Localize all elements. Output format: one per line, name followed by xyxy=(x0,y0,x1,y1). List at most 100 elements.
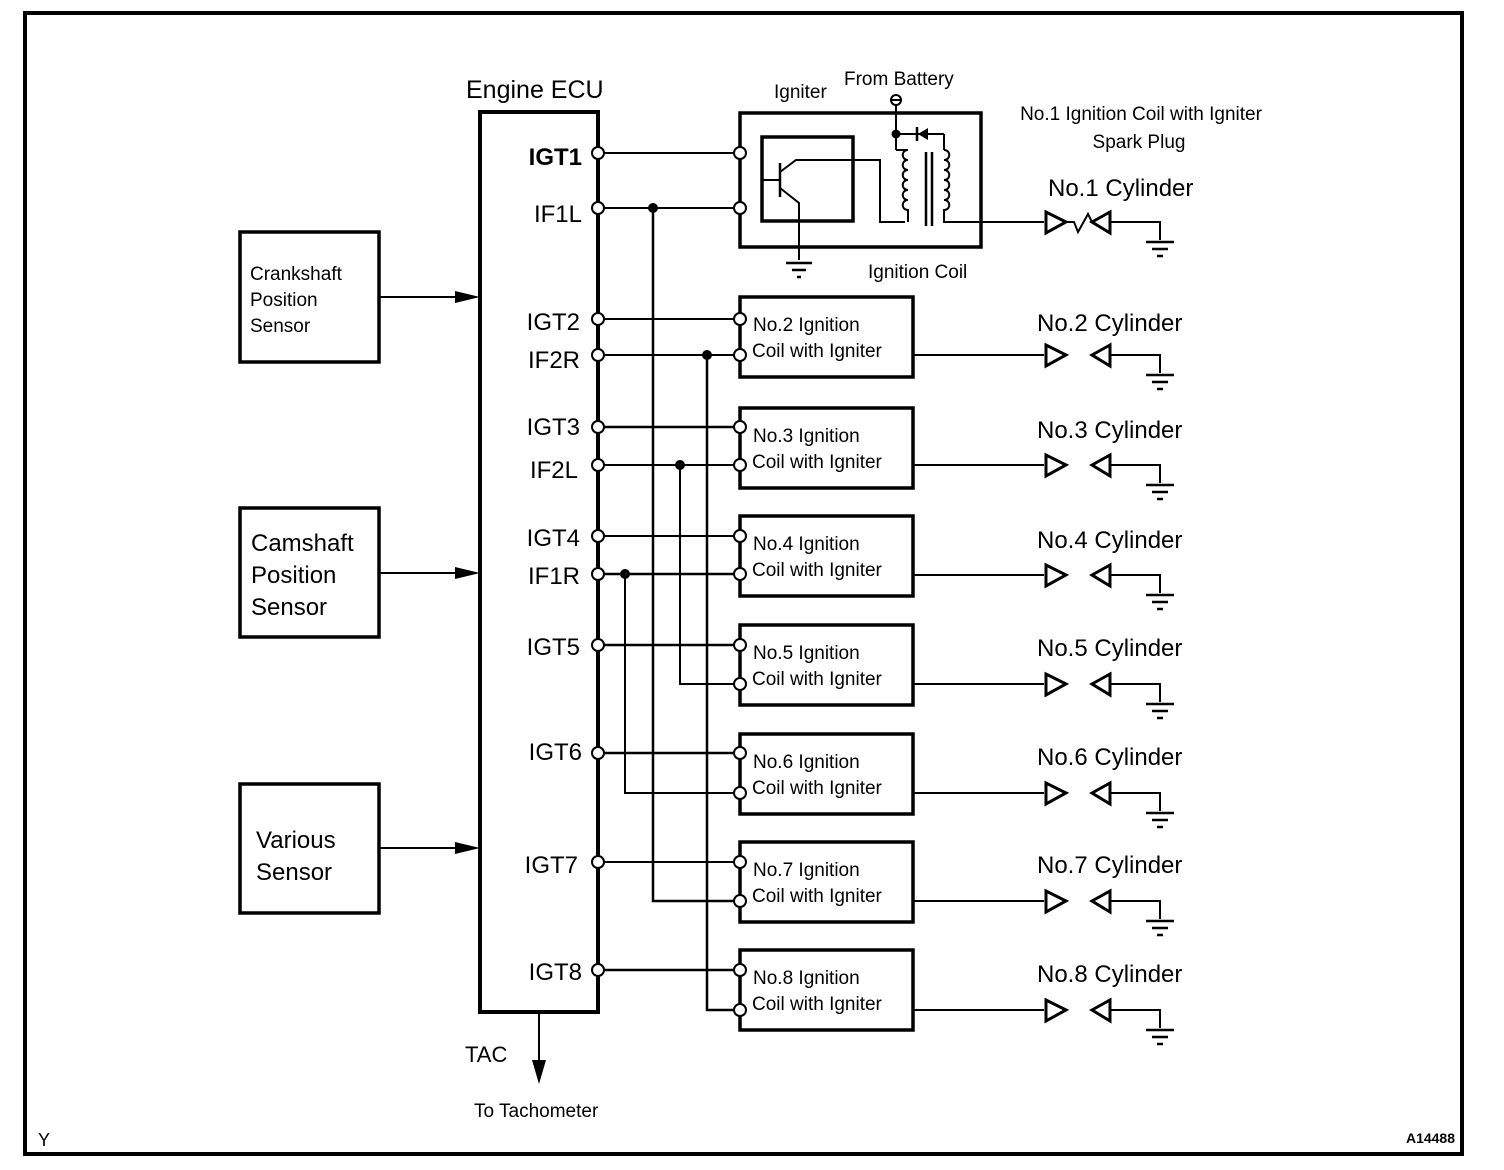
transformer-coil-icon xyxy=(901,149,981,226)
terminal-label-igt1: IGT1 xyxy=(529,144,582,171)
sensor-label-line: Various xyxy=(256,827,336,854)
ecu-terminal-igt3 xyxy=(591,420,605,434)
ecu-terminals xyxy=(591,146,605,977)
arrow-right-icon xyxy=(455,842,480,854)
ignition-coil-box xyxy=(738,732,915,816)
coil1-title-line1: No.1 Ignition Coil with Igniter xyxy=(1020,104,1263,125)
terminal-label-if2r: IF2R xyxy=(528,347,580,374)
terminal-label-igt8: IGT8 xyxy=(529,959,582,986)
spark-plug-icon xyxy=(1044,452,1161,483)
coil-terminal-if xyxy=(733,786,747,800)
terminal-label-if1l: IF1L xyxy=(534,201,582,228)
ecu-terminal-igt5 xyxy=(591,638,605,652)
ecu-terminal-if1r xyxy=(591,567,605,581)
ground-icon xyxy=(1146,483,1174,501)
if-wires xyxy=(604,203,735,1012)
terminal-label-igt3: IGT3 xyxy=(527,414,580,441)
ground-icon xyxy=(1146,1028,1174,1046)
ground-icon xyxy=(1146,373,1174,391)
coil-terminal-if xyxy=(733,1003,747,1017)
sensor-label-line: Sensor xyxy=(251,594,327,621)
coil-label-line1: No.5 Ignition xyxy=(753,643,860,664)
terminal-label-igt5: IGT5 xyxy=(527,634,580,661)
ecu-terminal-igt6 xyxy=(591,746,605,760)
ignition-coil-box xyxy=(738,406,915,490)
junction-dot xyxy=(620,569,630,579)
terminal-label-if2l: IF2L xyxy=(530,457,578,484)
ground-icon xyxy=(786,261,812,279)
sensor-label-line: Camshaft xyxy=(251,530,354,557)
sensor-label-line: Position xyxy=(250,290,318,311)
coil-label-line1: No.8 Ignition xyxy=(753,968,860,989)
coil-terminal-igt xyxy=(733,963,747,977)
coil1-terminal-igt xyxy=(733,146,747,160)
igniter-label: Igniter xyxy=(774,82,827,103)
sensor-various: Various Sensor xyxy=(238,782,480,915)
coil-label-line2: Coil with Igniter xyxy=(752,778,883,799)
junction-dot xyxy=(702,350,712,360)
sensor-crankshaft: Crankshaft Position Sensor xyxy=(238,230,480,364)
spark-plug-icon xyxy=(1044,888,1161,919)
cylinder-label-2: No.2 Cylinder xyxy=(1037,310,1182,337)
ignition-coil-box xyxy=(738,623,915,707)
junction-dot xyxy=(648,203,658,213)
wire-if2l-branch-coil5 xyxy=(679,465,735,685)
coil-label-line2: Coil with Igniter xyxy=(752,994,883,1015)
sensor-camshaft: Camshaft Position Sensor xyxy=(238,506,480,639)
sensor-label-line: Position xyxy=(251,562,336,589)
coil-label-line1: No.6 Ignition xyxy=(753,752,860,773)
cylinder-label-1: No.1 Cylinder xyxy=(1048,175,1193,202)
ground-icon xyxy=(1146,593,1174,611)
coil-label-line2: Coil with Igniter xyxy=(752,560,883,581)
sensor-label-line: Crankshaft xyxy=(250,264,343,285)
coil-terminal-if xyxy=(733,567,747,581)
ecu-terminal-if2r xyxy=(591,348,605,362)
coil-terminal-if xyxy=(733,458,747,472)
ecu-terminal-igt7 xyxy=(591,855,605,869)
tachometer-label: To Tachometer xyxy=(474,1101,599,1122)
ecu-terminal-igt4 xyxy=(591,529,605,543)
ecu-terminal-igt8 xyxy=(591,963,605,977)
coil-label-line2: Coil with Igniter xyxy=(752,669,883,690)
arrow-right-icon xyxy=(455,291,480,303)
wire-if1l-branch-coil7 xyxy=(651,208,734,903)
sensor-box xyxy=(238,782,381,915)
coil-terminal-if xyxy=(733,894,747,908)
transistor-icon xyxy=(762,159,905,260)
coil-label-line2: Coil with Igniter xyxy=(752,886,883,907)
wire-if1r-branch-coil6 xyxy=(624,574,735,794)
cylinder-label-5: No.5 Cylinder xyxy=(1037,635,1182,662)
diagram-frame xyxy=(23,11,1464,1156)
ecu-terminal-igt1 xyxy=(591,146,605,160)
spark-plug-icon xyxy=(1044,342,1161,373)
tac-arrow-icon xyxy=(532,1060,546,1084)
ground-icon xyxy=(1146,811,1174,829)
terminal-label-igt6: IGT6 xyxy=(529,739,582,766)
coil1-assembly: Igniter From Battery No.1 Ignition Coil … xyxy=(733,69,1263,283)
ground-icon xyxy=(1146,240,1174,258)
sensor-label-line: Sensor xyxy=(250,316,311,337)
tac-label: TAC xyxy=(465,1042,507,1067)
terminal-label-igt4: IGT4 xyxy=(527,525,580,552)
terminal-label-igt7: IGT7 xyxy=(525,852,578,879)
ecu-terminal-labels: IGT1 IF1L IGT2 IF2R IGT3 IF2L IGT4 IF1R … xyxy=(525,144,582,986)
coil-label-line1: No.2 Ignition xyxy=(753,315,860,336)
coil-terminal-igt xyxy=(733,420,747,434)
corner-mark: Y xyxy=(38,1130,50,1150)
ignition-coil-box xyxy=(738,948,915,1032)
spark-plug-icon xyxy=(1044,209,1161,240)
coil-terminal-igt xyxy=(733,638,747,652)
coil-terminal-igt xyxy=(733,312,747,326)
sensor-label-line: Sensor xyxy=(256,859,332,886)
ground-icon xyxy=(1146,919,1174,937)
coil-terminal-if xyxy=(733,677,747,691)
ecu-terminal-if1l xyxy=(591,201,605,215)
